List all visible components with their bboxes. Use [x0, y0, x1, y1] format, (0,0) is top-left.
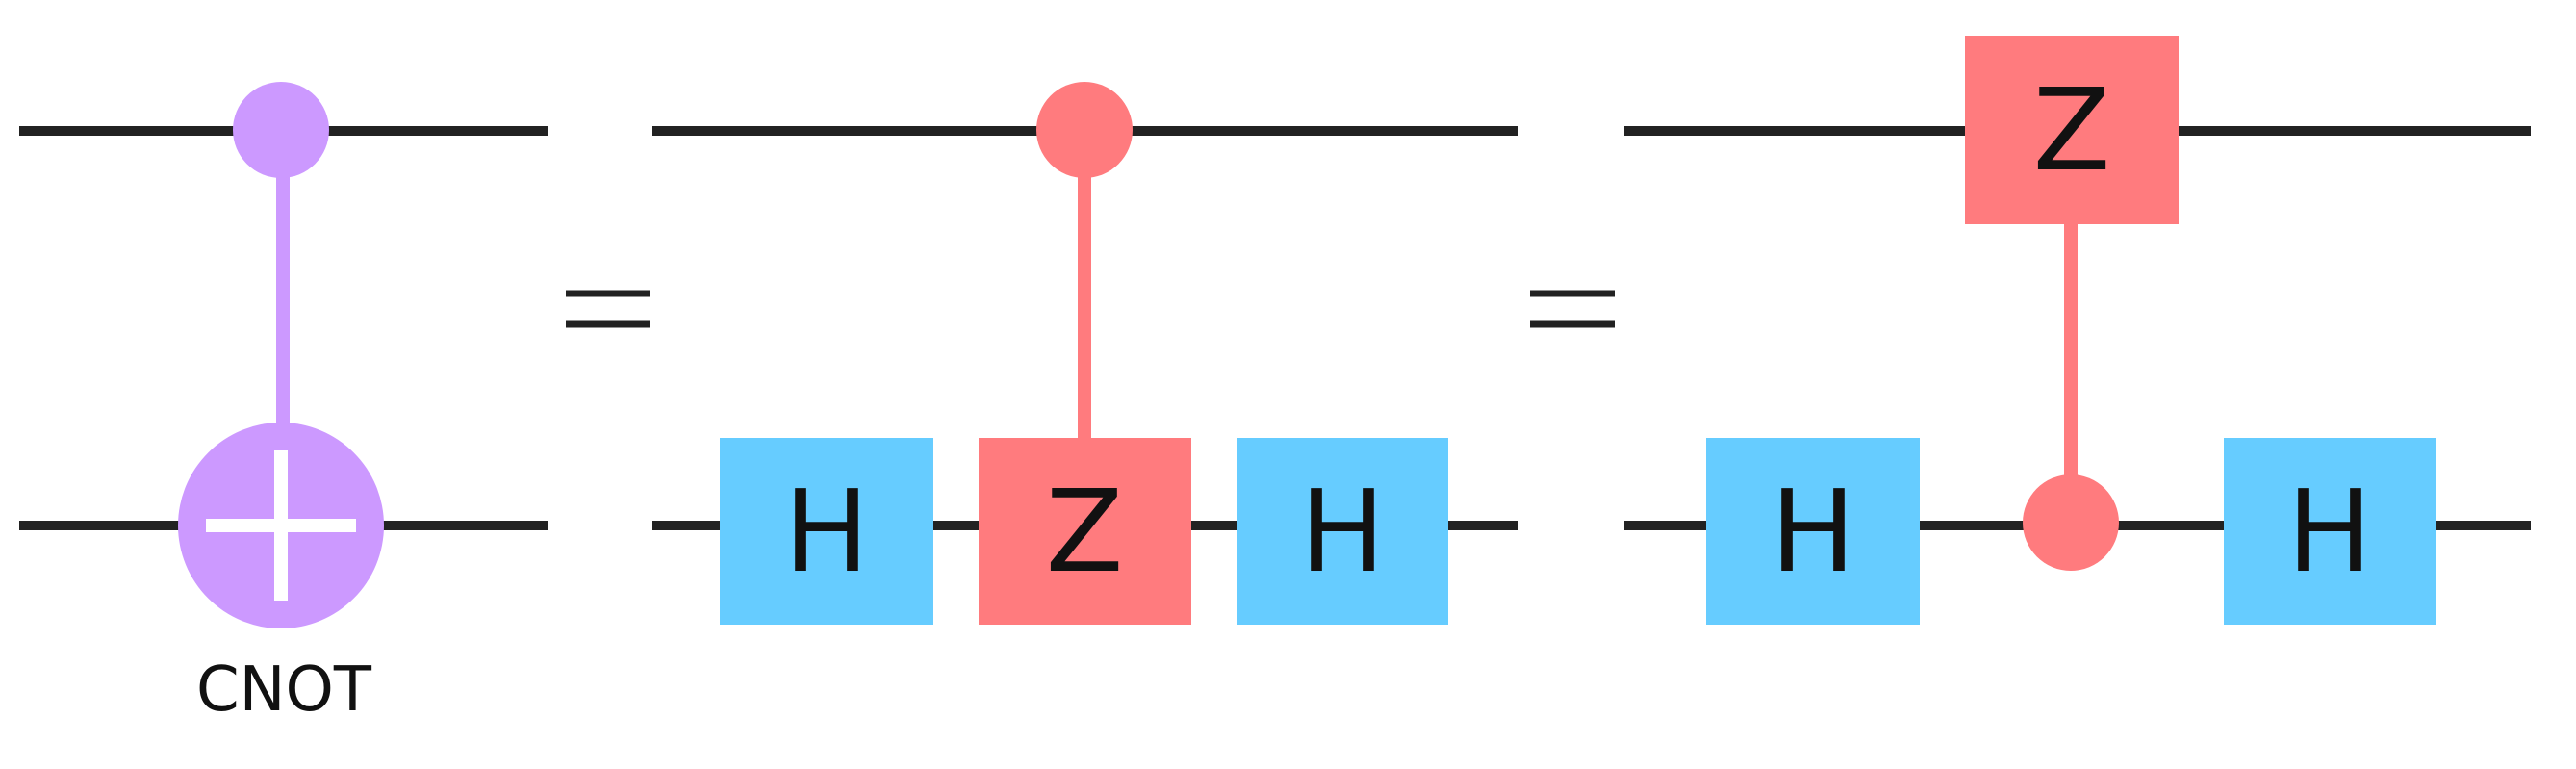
circuit-cnot: CNOT	[19, 82, 548, 726]
circuit-hzh: H Z H	[652, 82, 1518, 625]
svg-text:H: H	[784, 465, 870, 598]
h-gate-left: H	[720, 438, 933, 625]
svg-text:Z: Z	[2033, 64, 2111, 196]
z-gate: Z	[979, 438, 1191, 625]
h-gate-right: H	[1237, 438, 1448, 625]
h-gate-right: H	[2224, 438, 2436, 625]
equals-sign-1	[566, 290, 650, 328]
svg-text:H: H	[1771, 465, 1856, 598]
cz-control-dot	[2023, 474, 2119, 571]
cnot-plus-icon	[206, 450, 356, 601]
circuit-flipped-cz: Z H H	[1624, 36, 2531, 625]
cnot-control-dot	[233, 82, 329, 178]
cz-control-dot	[1036, 82, 1133, 178]
svg-text:Z: Z	[1046, 465, 1124, 598]
h-gate-left: H	[1706, 438, 1920, 625]
cnot-caption: CNOT	[196, 654, 372, 726]
equals-sign-2	[1530, 290, 1615, 328]
svg-text:H: H	[1300, 465, 1386, 598]
z-gate-top: Z	[1965, 36, 2179, 224]
svg-text:H: H	[2287, 465, 2373, 598]
